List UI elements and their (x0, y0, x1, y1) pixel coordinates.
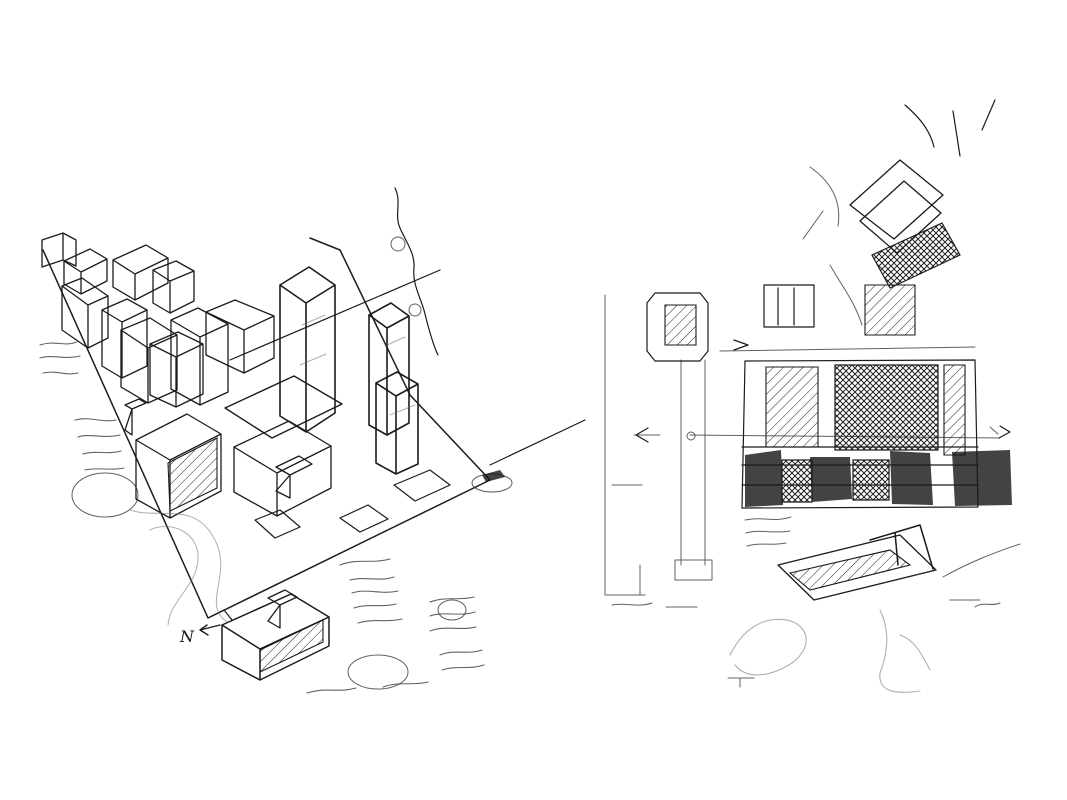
axonometric-drawing: N (39, 187, 586, 694)
annotations: N (39, 187, 513, 694)
axonometric-site-sketch: N (20, 90, 590, 710)
courtyard-blocks (124, 375, 451, 539)
main-plan (604, 292, 1012, 596)
upper-building-cluster (763, 99, 996, 336)
plan-section-sketch (600, 95, 1055, 705)
plan-section-drawing (604, 99, 1021, 693)
low-blocks (41, 232, 275, 408)
north-label: N (179, 627, 195, 646)
tall-towers (279, 266, 419, 475)
lower-building (221, 589, 330, 681)
section-and-details (611, 516, 1021, 693)
